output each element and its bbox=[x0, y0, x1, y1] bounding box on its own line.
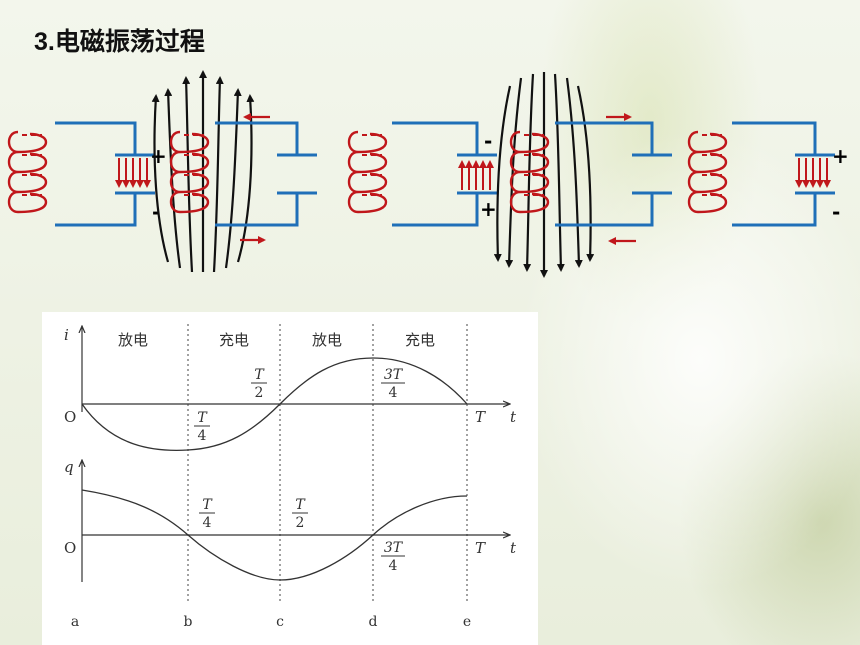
point-label-a: a bbox=[71, 614, 79, 630]
minus-sign: - bbox=[832, 200, 840, 224]
circuit-1: + - bbox=[7, 121, 167, 227]
frac-numerator: T bbox=[202, 497, 213, 513]
point-label-b: b bbox=[184, 614, 193, 630]
frac-denominator: 2 bbox=[296, 515, 305, 531]
phase-label-discharge: 放电 bbox=[312, 331, 342, 349]
phase-label-discharge: 放电 bbox=[118, 331, 148, 349]
frac-denominator: 4 bbox=[198, 428, 207, 444]
frac-numerator: T bbox=[295, 497, 306, 513]
inductor-coil bbox=[687, 130, 728, 214]
inductor-coil bbox=[7, 130, 48, 214]
electric-field-arrows-down bbox=[795, 158, 831, 188]
phase-label-charge: 充电 bbox=[405, 331, 435, 349]
period-label: T bbox=[475, 539, 486, 557]
frac-numerator: T bbox=[254, 367, 265, 383]
magnetic-field-lines-up bbox=[151, 70, 255, 273]
charge-axis-label: q bbox=[64, 458, 74, 476]
slide-title: 3.电磁振荡过程 bbox=[34, 28, 205, 56]
frac-denominator: 2 bbox=[255, 385, 264, 401]
circuit-diagrams: + - - + bbox=[7, 70, 849, 278]
point-label-d: d bbox=[369, 614, 378, 630]
circuit-5: + - bbox=[687, 121, 849, 227]
plus-sign: + bbox=[150, 144, 167, 168]
circuit-2 bbox=[151, 70, 317, 273]
plus-sign: + bbox=[832, 144, 849, 168]
time-axis-label: t bbox=[510, 408, 517, 426]
frac-numerator: 3T bbox=[384, 540, 404, 556]
current-axis-label: i bbox=[64, 326, 69, 344]
inductor-coil bbox=[347, 130, 388, 214]
phase-label-charge: 充电 bbox=[219, 331, 249, 349]
charge-graph bbox=[82, 460, 510, 582]
current-graph bbox=[82, 326, 510, 412]
frac-numerator: T bbox=[197, 410, 208, 426]
electric-field-arrows-down bbox=[115, 158, 151, 188]
current-curve bbox=[81, 357, 468, 451]
point-label-e: e bbox=[463, 614, 471, 630]
point-label-c: c bbox=[276, 614, 284, 630]
plus-sign: + bbox=[480, 197, 497, 221]
oscillation-graph-panel: 放电 充电 放电 充电 i O T t T 4 T 2 3T 4 bbox=[42, 312, 538, 645]
frac-denominator: 4 bbox=[389, 558, 398, 574]
phase-dividers bbox=[187, 324, 468, 604]
minus-sign: - bbox=[152, 200, 160, 224]
origin-label: O bbox=[64, 408, 76, 426]
charge-curve bbox=[81, 489, 468, 581]
period-label: T bbox=[475, 408, 486, 426]
frac-denominator: 4 bbox=[389, 385, 398, 401]
frac-numerator: 3T bbox=[384, 367, 404, 383]
oscillation-graphs: 放电 充电 放电 充电 i O T t T 4 T 2 3T 4 bbox=[64, 324, 517, 630]
circuit-4 bbox=[493, 72, 672, 278]
time-axis-label: t bbox=[510, 539, 517, 557]
minus-sign: - bbox=[484, 129, 492, 153]
frac-denominator: 4 bbox=[203, 515, 212, 531]
electric-field-arrows-up bbox=[458, 160, 494, 190]
origin-label: O bbox=[64, 539, 76, 557]
circuit-3: - + bbox=[347, 121, 497, 227]
